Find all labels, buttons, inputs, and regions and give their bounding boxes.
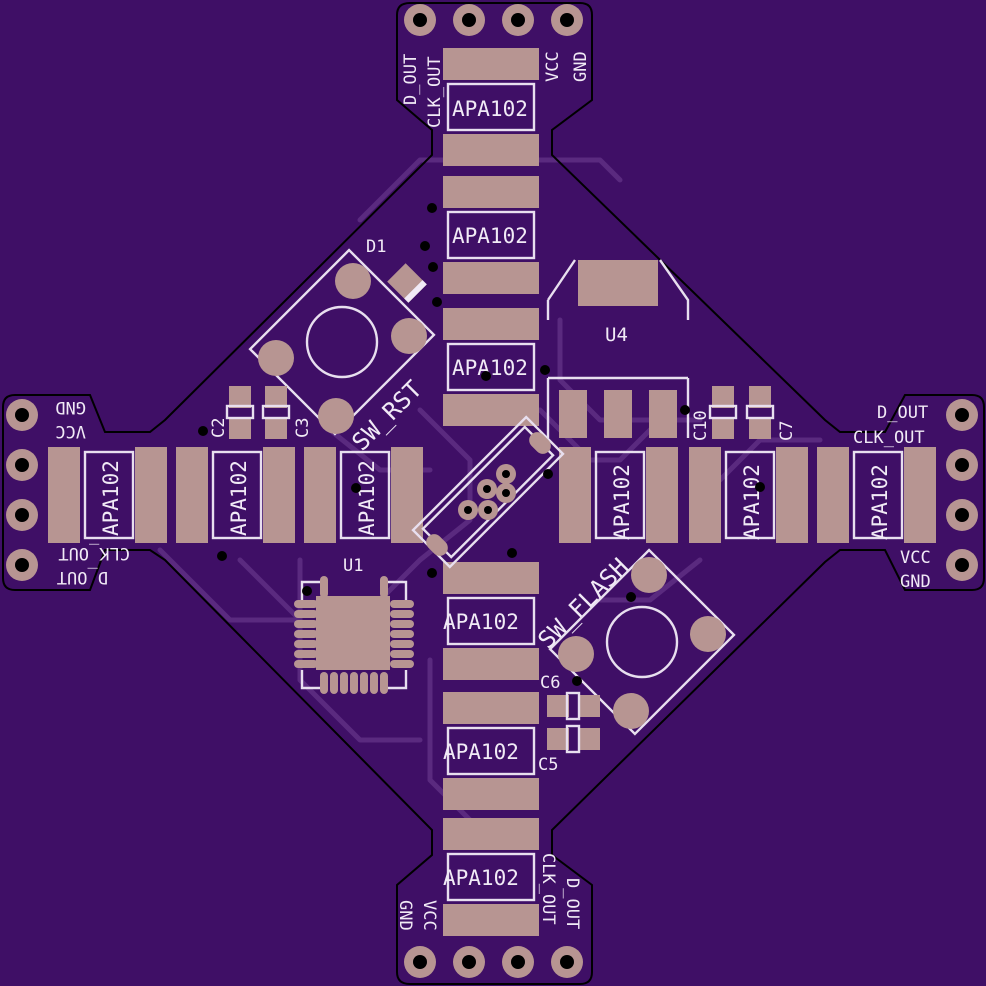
left-connector-label: D_OUT (57, 567, 108, 587)
led-label: APA102 (355, 460, 379, 536)
c3-label: C3 (293, 418, 313, 438)
c10-label: C10 (691, 410, 711, 441)
right-connector-label: D_OUT (877, 403, 928, 423)
capacitor-c10: C10 (691, 386, 738, 441)
top-connector-label: D_OUT (401, 54, 421, 105)
led-label: APA102 (740, 464, 764, 540)
top-connector-label: VCC (543, 51, 563, 82)
led-label: APA102 (452, 224, 528, 248)
c7-label: C7 (777, 421, 797, 441)
bottom-connector-label: CLK_OUT (538, 853, 558, 925)
left-connector-label: CLK_OUT (58, 543, 130, 563)
bottom-connector-label: VCC (419, 900, 439, 931)
center-header (411, 415, 565, 569)
capacitor-c5: C5 (538, 724, 600, 775)
capacitor-c2: C2 (209, 386, 255, 439)
right-connector: D_OUT CLK_OUT VCC GND (853, 399, 978, 592)
led-column-top: APA102 APA102 APA102 (443, 48, 539, 426)
bottom-connector-label: D_OUT (562, 878, 582, 929)
left-connector-label: VCC (55, 421, 86, 441)
mcu-u1: U1 (294, 556, 414, 694)
right-connector-label: CLK_OUT (853, 428, 925, 448)
bottom-connector-label: GND (395, 900, 415, 931)
bottom-connector: GND VCC CLK_OUT D_OUT (395, 853, 583, 978)
vias (198, 203, 765, 686)
top-connector: D_OUT CLK_OUT VCC GND (401, 4, 591, 128)
led-label: APA102 (610, 464, 634, 540)
led-label: APA102 (443, 610, 519, 634)
led-label: APA102 (99, 460, 123, 536)
u1-label: U1 (343, 556, 363, 576)
led-label: APA102 (443, 740, 519, 764)
left-connector: GND VCC CLK_OUT D_OUT (6, 397, 130, 587)
led-column-bottom: APA102 APA102 APA102 (443, 562, 539, 936)
c6-label: C6 (540, 673, 560, 693)
regulator-u4: U4 (546, 259, 690, 438)
capacitor-c7: C7 (745, 386, 797, 441)
c2-label: C2 (209, 418, 229, 438)
d1-label: D1 (366, 237, 386, 257)
led-label: APA102 (443, 866, 519, 890)
c5-label: C5 (538, 755, 558, 775)
left-connector-label: GND (55, 397, 86, 417)
led-label: APA102 (227, 460, 251, 536)
led-label: APA102 (868, 464, 892, 540)
top-connector-label: CLK_OUT (425, 56, 445, 128)
right-connector-label: GND (900, 572, 931, 592)
capacitor-c3: C3 (261, 386, 313, 439)
led-label: APA102 (452, 97, 528, 121)
led-row-right: APA102 APA102 APA102 (559, 447, 936, 543)
right-connector-label: VCC (900, 548, 931, 568)
top-connector-label: GND (571, 51, 591, 82)
u4-label: U4 (605, 324, 628, 346)
diode-d1: D1 (366, 237, 427, 303)
u1-pins (294, 576, 414, 694)
led-row-left: APA102 APA102 APA102 (48, 447, 423, 543)
capacitor-c6: C6 (540, 673, 600, 721)
